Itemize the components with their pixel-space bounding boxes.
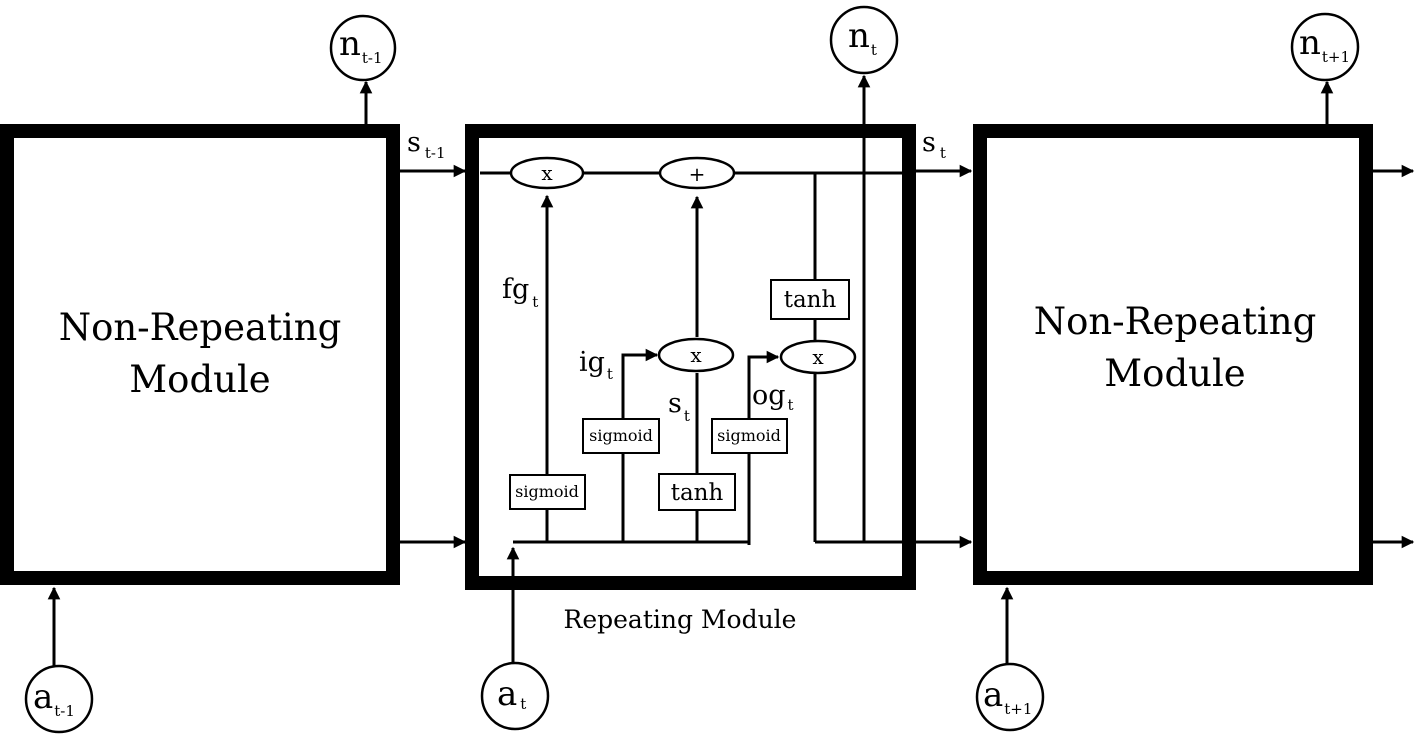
right-module-title-line2: Module <box>1104 352 1245 395</box>
input-node-curr <box>480 661 550 731</box>
output-node-prev <box>329 14 397 82</box>
output-mult-symbol: x <box>812 345 824 369</box>
add-node <box>658 156 736 190</box>
output-gate-path <box>747 350 780 545</box>
forget-gate-sub: t <box>532 293 538 311</box>
input-next-sub: t+1 <box>1004 700 1032 718</box>
left-module-title-line1: Non-Repeating <box>59 306 342 349</box>
input-node-prev <box>24 664 94 734</box>
forget-sigmoid-label: sigmoid <box>515 482 579 501</box>
left-module-title-line2: Module <box>129 358 270 401</box>
input-curr-sub: t <box>520 695 526 713</box>
input-sigmoid-label: sigmoid <box>589 426 653 445</box>
forget-gate-main: fg <box>502 274 529 305</box>
output-curr-sub: t <box>871 41 877 59</box>
output-next-sub: t+1 <box>1322 48 1350 66</box>
state-tanh-label: tanh <box>784 287 837 313</box>
candidate-sub: t <box>684 407 690 425</box>
input-gate-path <box>621 348 659 542</box>
input-gate-sub: t <box>607 365 613 383</box>
output-prev-main: n <box>339 24 361 64</box>
right-module-title-line1: Non-Repeating <box>1034 300 1317 343</box>
output-gate-main: og <box>752 380 786 411</box>
candidate-main: s <box>668 388 682 419</box>
candidate-tanh-box <box>658 473 736 511</box>
input-node-next <box>975 662 1045 732</box>
state-tanh-box <box>770 279 850 320</box>
state-curr-sub: t <box>940 144 946 162</box>
forget-sigmoid-box <box>509 474 586 510</box>
forget-mult-node <box>509 156 585 190</box>
output-node-curr <box>829 5 899 75</box>
input-sigmoid-box <box>582 418 660 454</box>
output-gate-sub: t <box>788 396 794 414</box>
right-module-box <box>973 124 1373 585</box>
input-mult-symbol: x <box>690 343 702 367</box>
output-curr-main: n <box>848 16 870 56</box>
output-next-main: n <box>1299 23 1321 63</box>
left-module-box <box>0 124 400 585</box>
output-node-next-label: nt+1 <box>1299 23 1350 66</box>
input-mult-node <box>657 337 735 373</box>
output-node-curr-label: nt <box>848 16 877 59</box>
input-prev-sub: t-1 <box>54 702 75 720</box>
state-prev-sub: t-1 <box>425 144 446 162</box>
output-node-prev-label: nt-1 <box>339 24 383 67</box>
output-node-next <box>1290 12 1360 82</box>
inter-module-arrows <box>47 74 1415 672</box>
input-node-prev-label: at-1 <box>33 677 75 720</box>
state-prev-main: s <box>407 127 421 158</box>
state-curr-main: s <box>922 127 936 158</box>
repeating-module-caption: Repeating Module <box>564 605 797 634</box>
candidate-tanh-label: tanh <box>671 480 724 506</box>
add-symbol: + <box>689 162 706 186</box>
output-prev-sub: t-1 <box>362 49 383 67</box>
input-gate-main: ig <box>579 347 605 378</box>
input-next-main: a <box>983 675 1003 715</box>
input-node-next-label: at+1 <box>983 675 1032 718</box>
input-curr-main: a <box>497 674 517 714</box>
forget-mult-symbol: x <box>541 161 553 185</box>
output-sigmoid-box <box>711 418 788 454</box>
input-prev-main: a <box>33 677 53 717</box>
output-mult-node <box>779 339 857 375</box>
output-sigmoid-label: sigmoid <box>717 426 781 445</box>
